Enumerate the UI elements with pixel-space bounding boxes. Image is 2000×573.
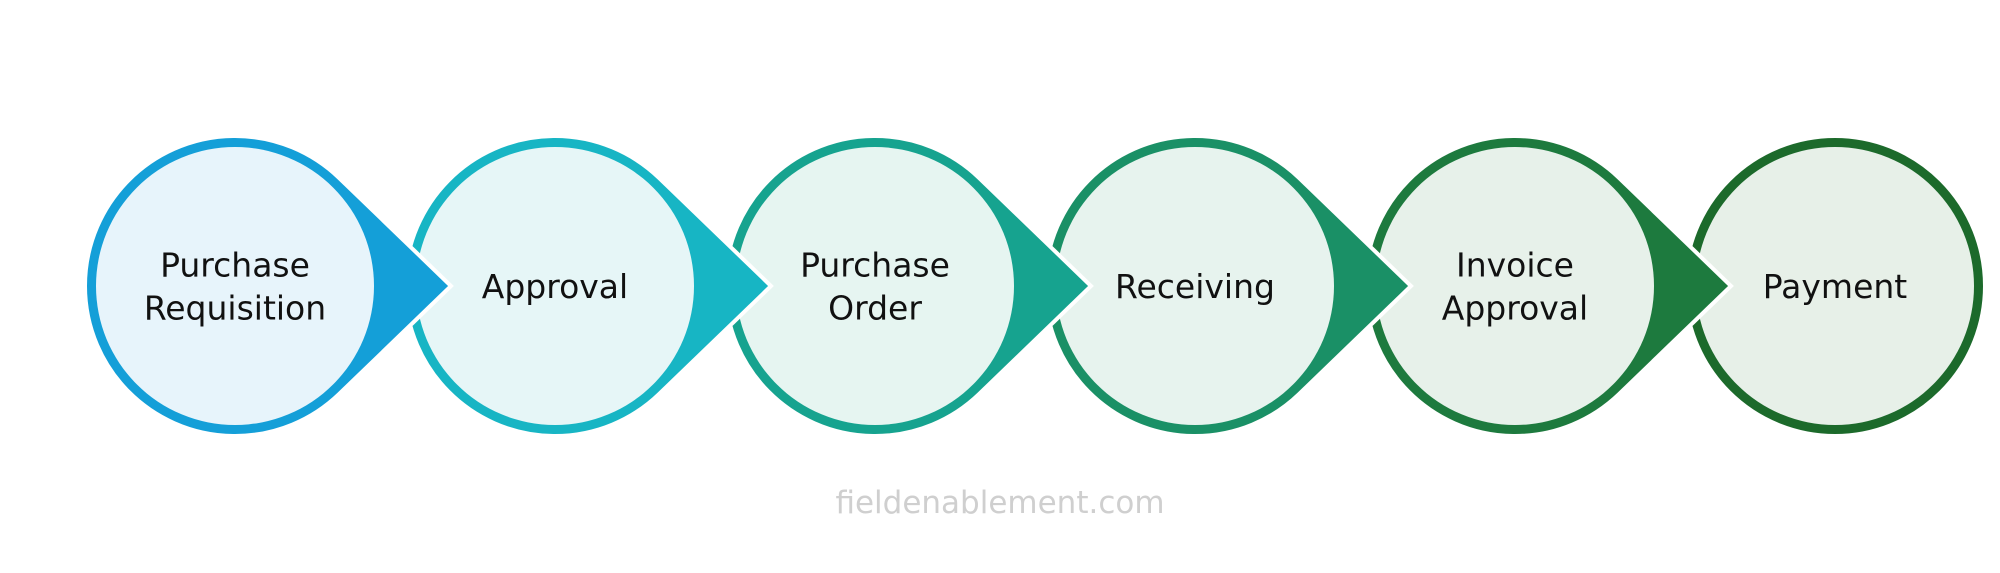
step-label-line: Payment xyxy=(1763,267,1908,306)
step-label-line: Requisition xyxy=(144,289,326,328)
step-circle-fill xyxy=(1056,147,1334,425)
step-label-line: Approval xyxy=(482,267,628,306)
step-label-line: Receiving xyxy=(1115,267,1275,306)
step-circle-fill xyxy=(96,147,374,425)
step-label-line: Approval xyxy=(1442,289,1588,328)
step-circle-fill xyxy=(1376,147,1654,425)
step-circle-fill xyxy=(1696,147,1974,425)
step-label: Approval xyxy=(482,267,628,306)
watermark-text: fieldenablement.com xyxy=(835,485,1164,521)
step-label-line: Purchase xyxy=(160,246,310,285)
step-label-line: Order xyxy=(828,289,922,328)
process-step: Payment xyxy=(1683,134,1987,438)
process-step: Receiving xyxy=(1043,134,1414,438)
step-label-line: Purchase xyxy=(800,246,950,285)
step-circle-fill xyxy=(736,147,1014,425)
step-label: Receiving xyxy=(1115,267,1275,306)
step-circle-fill xyxy=(416,147,694,425)
process-step: Approval xyxy=(403,134,774,438)
step-label: Payment xyxy=(1763,267,1908,306)
step-label-line: Invoice xyxy=(1456,246,1574,285)
